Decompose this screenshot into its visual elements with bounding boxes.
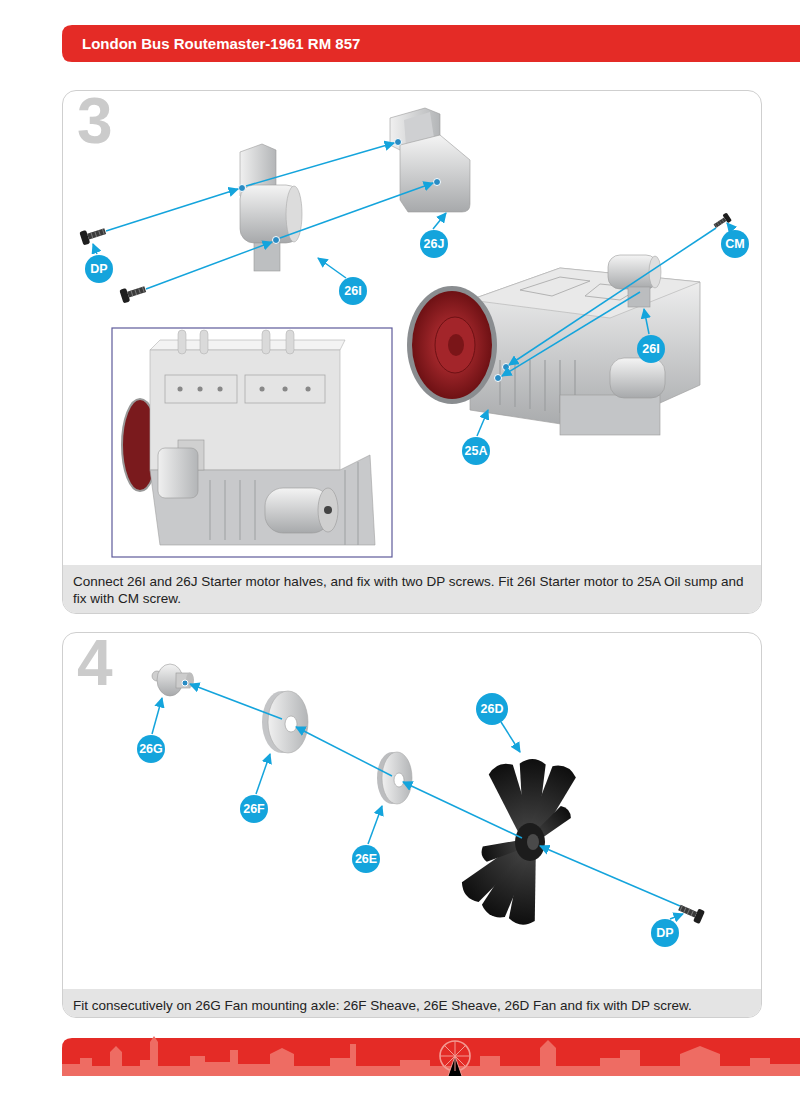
callout-circle: [476, 693, 508, 725]
callout-circle: [352, 845, 380, 873]
step-number: 4: [77, 631, 113, 695]
callout-label: 26I: [339, 277, 367, 305]
callout-circle: [721, 230, 749, 258]
callout-number: 26E: [352, 845, 380, 873]
callout-number: 26J: [420, 230, 448, 258]
callout-label: 26E: [352, 845, 380, 873]
callout-circle: [651, 919, 679, 947]
step-number: 3: [77, 89, 113, 153]
header-title-area: London Bus Routemaster-1961 RM 857: [82, 25, 360, 62]
footer-band: [62, 1036, 800, 1076]
callout-label: 26J: [420, 230, 448, 258]
callout-label: 26D: [476, 693, 508, 725]
callout-number: DP: [85, 255, 113, 283]
callout-number: 26I: [637, 335, 665, 363]
instruction-band: Connect 26I and 26J Starter motor halves…: [63, 565, 761, 613]
callout-number: 26G: [137, 735, 165, 763]
callout-number: 25A: [462, 437, 490, 465]
step-panel: Fit consecutively on 26G Fan mounting ax…: [62, 632, 762, 1018]
callout-number: 26F: [240, 795, 268, 823]
callout-circle: [339, 277, 367, 305]
callout-label: 25A: [462, 437, 490, 465]
callout-number: 26D: [476, 693, 508, 725]
footer-band: [440, 1041, 470, 1076]
callout-circle: [462, 437, 490, 465]
callout-label: 26G: [137, 735, 165, 763]
callout-number: CM: [721, 230, 749, 258]
callout-label: CM: [721, 230, 749, 258]
footer-band: [62, 1038, 800, 1076]
instruction-text: Connect 26I and 26J Starter motor halves…: [63, 565, 761, 607]
callout-label: 26F: [240, 795, 268, 823]
callout-circle: [420, 230, 448, 258]
callout-label: DP: [85, 255, 113, 283]
callout-circle: [137, 735, 165, 763]
callout-number: DP: [651, 919, 679, 947]
footer-band: [440, 1041, 470, 1071]
step-panel: Connect 26I and 26J Starter motor halves…: [62, 90, 762, 614]
instruction-text: Fit consecutively on 26G Fan mounting ax…: [63, 989, 761, 1014]
callout-label: 26I: [637, 335, 665, 363]
callout-circle: [637, 335, 665, 363]
footer-band: [62, 1036, 800, 1076]
header-band: [62, 25, 800, 62]
callout-circle: [85, 255, 113, 283]
page-title: London Bus Routemaster-1961 RM 857: [82, 25, 360, 62]
callout-label: DP: [651, 919, 679, 947]
instruction-band: Fit consecutively on 26G Fan mounting ax…: [63, 989, 761, 1017]
callout-number: 26I: [339, 277, 367, 305]
callout-circle: [240, 795, 268, 823]
